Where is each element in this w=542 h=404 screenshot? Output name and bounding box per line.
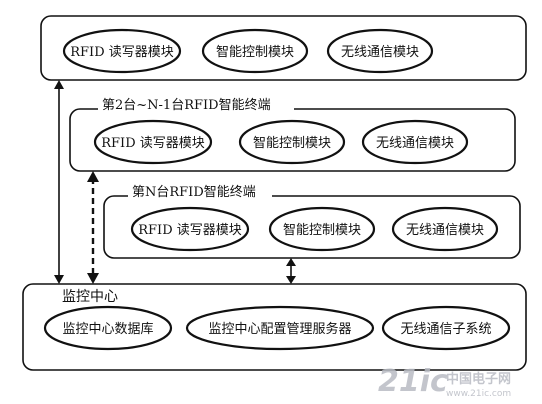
top-wireless-module bbox=[326, 28, 434, 74]
top-terminal-group: RFID 读写器模块 智能控制模块 无线通信模块 bbox=[40, 15, 527, 81]
nth-terminal-title: 第N台RFID智能终端 bbox=[132, 184, 256, 200]
middle-rfid-module-label: RFID 读写器模块 bbox=[101, 136, 205, 151]
middle-connector-arrow-up bbox=[87, 171, 99, 182]
monitor-database-label: 监控中心数据库 bbox=[62, 321, 153, 337]
top-control-module-label: 智能控制模块 bbox=[216, 45, 294, 60]
middle-wireless-module-label: 无线通信模块 bbox=[376, 136, 454, 151]
top-control-module bbox=[201, 28, 309, 74]
nth-wireless-module-label: 无线通信模块 bbox=[406, 223, 484, 238]
middle-control-module-label: 智能控制模块 bbox=[253, 136, 331, 151]
nth-rfid-module-label: RFID 读写器模块 bbox=[138, 223, 242, 238]
nth-rfid-module bbox=[130, 206, 250, 252]
monitor-center-title: 监控中心 bbox=[62, 289, 118, 305]
watermark-url: www.21ic.com bbox=[446, 389, 511, 399]
nth-connector-arrow-down bbox=[286, 276, 296, 284]
nth-control-module-label: 智能控制模块 bbox=[283, 223, 361, 238]
top-rfid-module bbox=[62, 28, 182, 74]
top-rfid-module-label: RFID 读写器模块 bbox=[70, 45, 174, 60]
nth-wireless-module bbox=[391, 206, 499, 252]
connectors bbox=[54, 80, 296, 284]
middle-title-bg bbox=[98, 96, 294, 114]
middle-control-module bbox=[238, 119, 346, 165]
top-connector-arrow-down bbox=[54, 275, 64, 284]
middle-terminal-title: 第2台~N-1台RFID智能终端 bbox=[102, 97, 271, 113]
watermark: 21ic 中国电子网 www.21ic.com bbox=[378, 364, 511, 399]
middle-wireless-module bbox=[361, 119, 469, 165]
top-wireless-module-label: 无线通信模块 bbox=[341, 45, 419, 60]
middle-connector-arrow-down bbox=[87, 273, 99, 284]
monitor-database-module bbox=[43, 305, 173, 351]
nth-control-module bbox=[268, 206, 376, 252]
monitor-wireless-subsystem-module bbox=[381, 305, 511, 351]
nth-connector-arrow-up bbox=[286, 258, 296, 266]
watermark-logo: 21ic bbox=[378, 364, 448, 399]
monitor-center-group: 监控中心 监控中心数据库 监控中心配置管理服务器 无线通信子系统 bbox=[22, 283, 527, 371]
nth-terminal-group: 第N台RFID智能终端 RFID 读写器模块 智能控制模块 无线通信模块 bbox=[103, 183, 521, 259]
monitor-config-server-label: 监控中心配置管理服务器 bbox=[208, 321, 351, 337]
nth-title-bg bbox=[128, 183, 272, 201]
monitor-config-server-module bbox=[185, 305, 375, 351]
top-connector-arrow-up bbox=[54, 80, 64, 89]
watermark-site: 中国电子网 bbox=[446, 371, 511, 387]
monitor-wireless-subsystem-label: 无线通信子系统 bbox=[400, 322, 491, 337]
middle-rfid-module bbox=[93, 119, 213, 165]
middle-terminal-group: 第2台~N-1台RFID智能终端 RFID 读写器模块 智能控制模块 无线通信模… bbox=[69, 96, 516, 172]
